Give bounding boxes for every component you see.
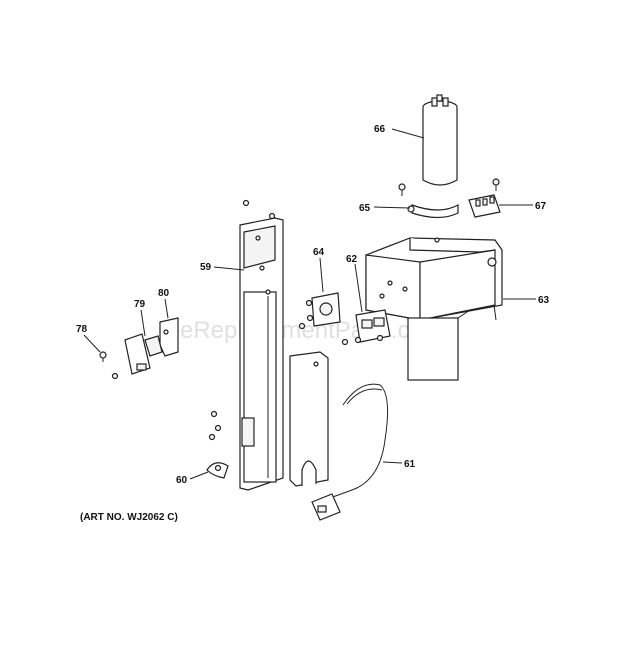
- callout-label-65: 65: [359, 203, 371, 214]
- callout-label-78: 78: [76, 324, 88, 335]
- callout-67: 67: [499, 201, 547, 212]
- callout-66: 66: [374, 124, 425, 139]
- terminal-block-part-67[interactable]: [468, 178, 501, 218]
- mount-bracket-part-80[interactable]: [159, 317, 179, 357]
- callout-label-61: 61: [404, 459, 416, 470]
- callout-63: 63: [503, 295, 550, 306]
- callout-label-79: 79: [134, 299, 146, 310]
- callout-label-60: 60: [176, 475, 188, 486]
- bracket-part-59[interactable]: [239, 199, 284, 491]
- callout-60: 60: [176, 471, 209, 486]
- control-box-part-63[interactable]: [365, 237, 503, 381]
- cover-panel[interactable]: [289, 351, 329, 487]
- callout-64: 64: [313, 247, 325, 293]
- power-cord-part-61[interactable]: [311, 383, 389, 521]
- capacitor-strap-part-65[interactable]: [398, 183, 459, 219]
- callout-label-62: 62: [346, 254, 358, 265]
- screws-group: [208, 410, 222, 441]
- callout-78: 78: [76, 324, 101, 353]
- callout-80: 80: [158, 288, 170, 319]
- relay-part-62[interactable]: [354, 309, 391, 344]
- switch-part-64[interactable]: [298, 292, 349, 346]
- callout-65: 65: [359, 203, 411, 214]
- callout-62: 62: [346, 254, 363, 313]
- callout-label-80: 80: [158, 288, 170, 299]
- callout-label-64: 64: [313, 247, 325, 258]
- clamp-part-60[interactable]: [206, 462, 229, 479]
- callout-59: 59: [200, 262, 245, 273]
- callout-label-67: 67: [535, 201, 547, 212]
- callout-label-59: 59: [200, 262, 212, 273]
- callout-label-63: 63: [538, 295, 550, 306]
- art-number: (ART NO. WJ2062 C): [80, 512, 178, 523]
- holder-part-79[interactable]: [111, 333, 163, 380]
- callout-label-66: 66: [374, 124, 386, 135]
- watermark-text: eReplacementParts.com: [180, 317, 443, 344]
- callout-61: 61: [382, 459, 416, 470]
- screw-part-78[interactable]: [99, 351, 107, 362]
- capacitor-part-66[interactable]: [422, 94, 458, 186]
- callout-79: 79: [134, 299, 146, 337]
